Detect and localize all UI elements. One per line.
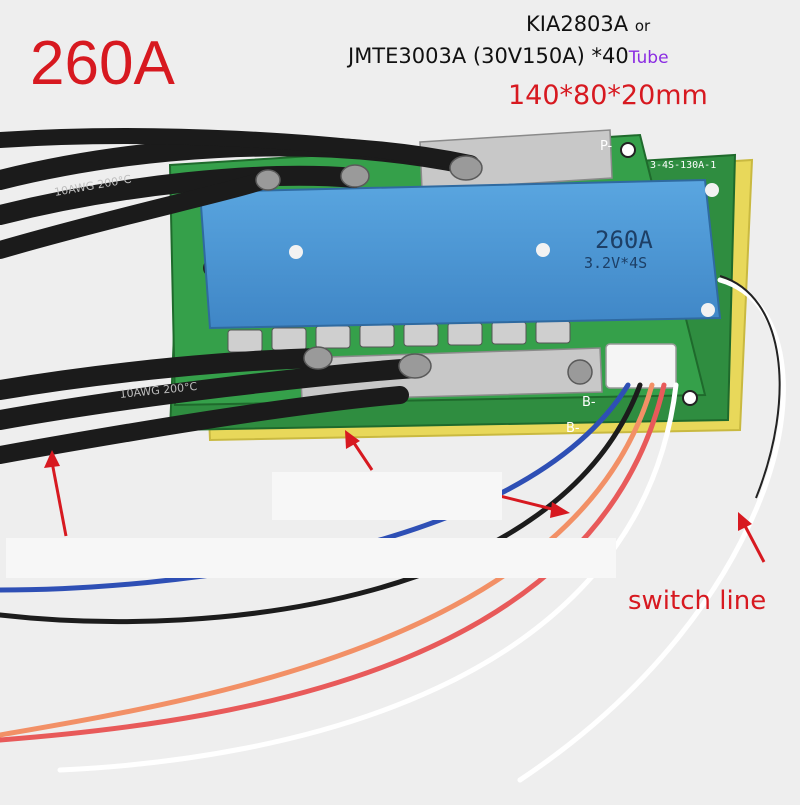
arrow-icon (499, 494, 570, 518)
heatsink-hole (705, 183, 719, 197)
mos-model-alternate: JMTE3003A (30V150A) *40 (348, 44, 629, 68)
mounting-hole (620, 142, 636, 158)
callout-arrows (44, 430, 766, 563)
mos-model-line1: KIA2803A or (526, 12, 650, 36)
switch-line-wire (517, 277, 786, 783)
arrow-icon (738, 512, 766, 563)
power-cables-top (0, 128, 480, 259)
heatsink-hole (289, 245, 303, 259)
balance-connector (605, 343, 677, 389)
mounting-hole (682, 390, 698, 406)
mos-model-tube: Tube (628, 48, 669, 68)
component-row (227, 320, 571, 353)
switch-line-label: switch line (628, 586, 767, 616)
board-part-number: 3-4S-130A-1 (650, 160, 716, 171)
power-cables-bottom (0, 348, 425, 464)
heatsink-hole (536, 243, 550, 257)
heatsink-plate (198, 178, 722, 330)
current-rating-title: 260A (30, 29, 175, 98)
switch-line-wire-shadow (719, 275, 781, 499)
blank-label-area (6, 538, 616, 578)
solder-joints (255, 155, 593, 385)
pad-p-minus-label: P- (600, 139, 613, 154)
mos-model-line2: JMTE3003A (30V150A) *40Tube (348, 44, 669, 68)
pad-b-minus-label: B- (582, 395, 596, 410)
board-dimensions: 140*80*20mm (508, 80, 708, 111)
blank-label-area (272, 472, 502, 520)
mos-model-primary: KIA2803A (526, 12, 629, 36)
heatsink-rating: 260A (595, 226, 653, 254)
arrow-icon (44, 450, 68, 537)
mos-model-or: or (634, 17, 651, 35)
pad-b-minus-lower-label: B- (566, 421, 580, 436)
heatsink-config: 3.2V*4S (584, 254, 647, 272)
heatsink-hole (701, 303, 715, 317)
arrow-icon (345, 430, 374, 471)
